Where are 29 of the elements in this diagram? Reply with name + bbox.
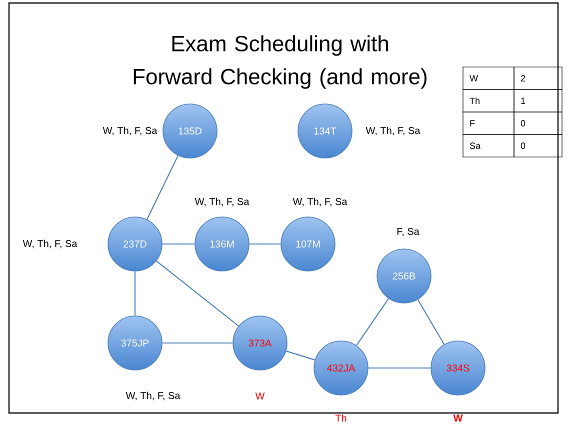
- table-cell: F: [462, 112, 514, 135]
- connector-line: [417, 299, 445, 345]
- domain-label: W, Th, F, Sa: [126, 392, 180, 400]
- domain-label: W, Th, F, Sa: [292, 198, 348, 206]
- connector-line: [286, 350, 315, 360]
- table-cell: Sa: [462, 134, 514, 158]
- table-cell: Th: [462, 89, 514, 112]
- connector-line: [134, 271, 136, 316]
- domain-label: W: [453, 414, 463, 422]
- connector-line: [156, 260, 239, 326]
- table-cell: 1: [514, 89, 562, 112]
- table-cell: 0: [514, 134, 562, 158]
- connector-line: [368, 367, 431, 369]
- connector-line: [162, 342, 233, 344]
- connector-line: [249, 243, 281, 245]
- table-cell: 0: [514, 112, 562, 135]
- connector-line: [146, 155, 178, 220]
- domain-label: F, Sa: [397, 228, 420, 236]
- domain-label: W, Th, F, Sa: [366, 126, 420, 136]
- domain-label: W, Th, F, Sa: [22, 240, 78, 248]
- connector-line: [356, 298, 389, 346]
- domain-label: W, Th, F, Sa: [102, 126, 158, 136]
- domain-label: W, Th, F, Sa: [194, 198, 250, 206]
- connector-line: [162, 243, 195, 245]
- domain-label: Th: [335, 414, 346, 422]
- table-cell: 2: [514, 66, 562, 90]
- domain-label: W: [255, 392, 265, 400]
- title: Exam Scheduling with Forward Checking (and more): [134, 35, 426, 89]
- table-cell: W: [462, 66, 514, 90]
